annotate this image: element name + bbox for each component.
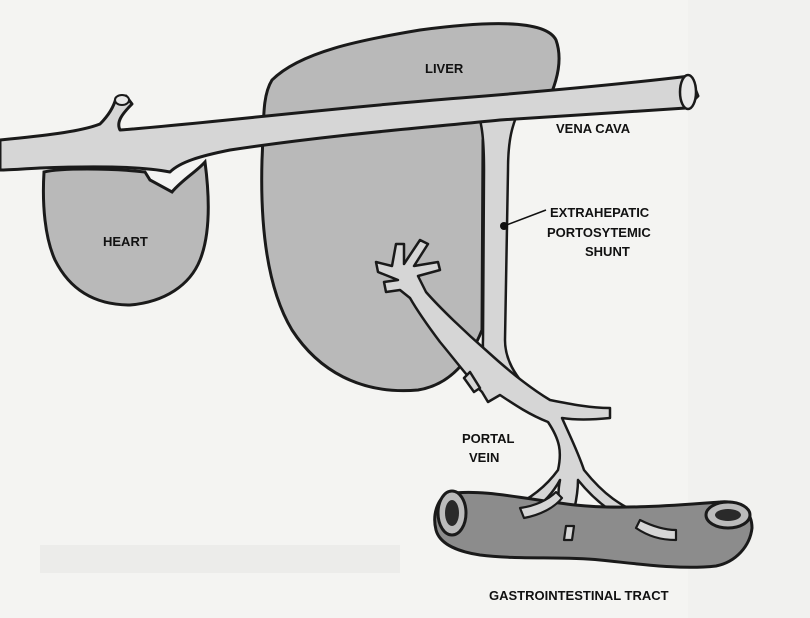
liver-shape — [260, 22, 561, 393]
gi-right-lumen — [715, 509, 741, 521]
portal-label-line2: VEIN — [469, 450, 499, 465]
gi-branches — [518, 490, 678, 542]
vena-cava-opening — [678, 73, 698, 111]
heart-vessel-opening — [114, 94, 130, 106]
portal-label-line1: PORTAL — [462, 431, 515, 446]
heart-shape — [41, 158, 210, 307]
portal-vein-system — [374, 106, 662, 534]
vena-cava-label: VENA CAVA — [556, 121, 631, 136]
shunt-label-line1: EXTRAHEPATIC — [550, 205, 650, 220]
shunt-label-line2: PORTOSYTEMIC — [547, 225, 651, 240]
heart-label: HEART — [103, 234, 148, 249]
shunt-label-line3: SHUNT — [585, 244, 630, 259]
gi-left-lumen — [445, 500, 459, 526]
portal-side-branch — [462, 370, 482, 394]
gi-tract-label: GASTROINTESTINAL TRACT — [489, 588, 669, 603]
liver-label: LIVER — [425, 61, 464, 76]
portal-vein-trunk — [374, 238, 662, 534]
shunt-leader-line — [503, 209, 547, 227]
gi-tract — [433, 490, 754, 569]
